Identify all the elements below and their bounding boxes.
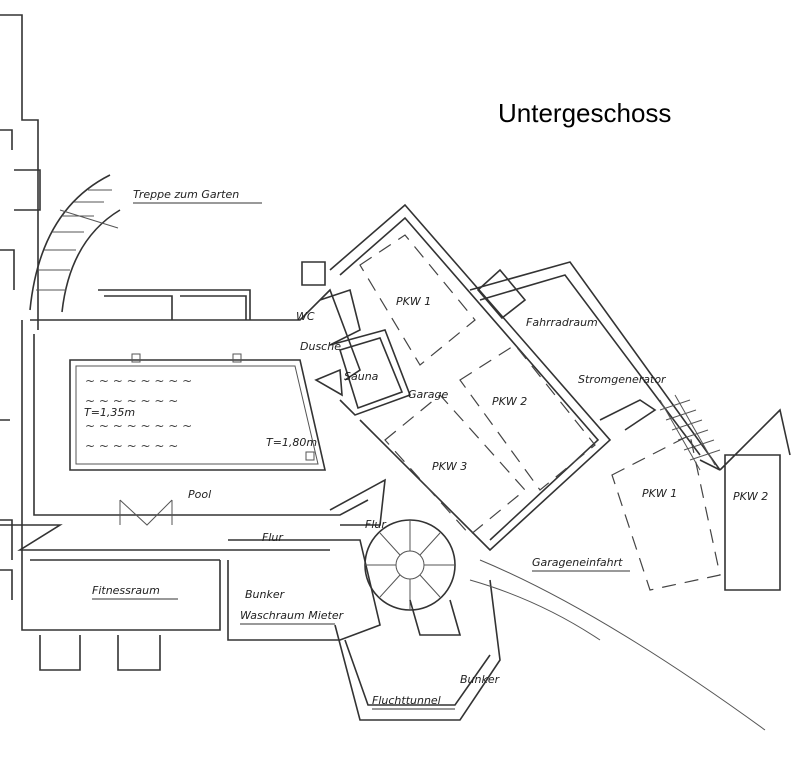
label-shower: Dusche	[300, 340, 341, 353]
label-hall-right: Flur	[365, 518, 387, 531]
svg-text:~ ~ ~ ~ ~ ~ ~ ~: ~ ~ ~ ~ ~ ~ ~ ~	[85, 374, 192, 388]
label-laundry: Waschraum Mieter	[240, 609, 345, 622]
label-garage: Garage	[408, 388, 449, 401]
plan-title: Untergeschoss	[498, 98, 672, 128]
label-pkw3: PKW 3	[432, 460, 467, 473]
svg-text:~ ~ ~ ~ ~ ~ ~: ~ ~ ~ ~ ~ ~ ~	[85, 439, 178, 453]
pool-water: ~ ~ ~ ~ ~ ~ ~ ~ ~ ~ ~ ~ ~ ~ ~ ~ ~ ~ ~ ~ …	[85, 374, 192, 453]
label-sauna: Sauna	[344, 370, 379, 383]
label-stairs-garden: Treppe zum Garten	[133, 188, 239, 201]
walls	[0, 14, 791, 731]
label-bunker: Bunker	[245, 588, 286, 601]
svg-text:~ ~ ~ ~ ~ ~ ~: ~ ~ ~ ~ ~ ~ ~	[85, 394, 178, 408]
label-generator: Stromgenerator	[578, 373, 667, 386]
label-driveway: Garageneinfahrt	[532, 556, 623, 569]
label-escape-tunnel: Fluchttunnel	[372, 694, 441, 707]
label-bike-room: Fahrradraum	[526, 316, 598, 329]
room-labels: Treppe zum Garten WC Dusche Sauna Garage…	[84, 188, 768, 710]
label-hall-left: Flur	[262, 531, 284, 544]
svg-text:~ ~ ~ ~ ~ ~ ~ ~: ~ ~ ~ ~ ~ ~ ~ ~	[85, 419, 192, 433]
label-depth-shallow: T=1,35m	[84, 406, 135, 419]
label-depth-deep: T=1,80m	[266, 436, 317, 449]
label-wc: WC	[296, 310, 315, 323]
label-pool: Pool	[188, 488, 211, 501]
label-pkw1: PKW 1	[396, 295, 431, 308]
label-outdoor-pkw2: PKW 2	[733, 490, 768, 503]
label-outdoor-pkw1: PKW 1	[642, 487, 677, 500]
label-fitness: Fitnessraum	[92, 584, 160, 597]
label-pkw2: PKW 2	[492, 395, 527, 408]
label-bunker-tunnel: Bunker	[460, 673, 501, 686]
